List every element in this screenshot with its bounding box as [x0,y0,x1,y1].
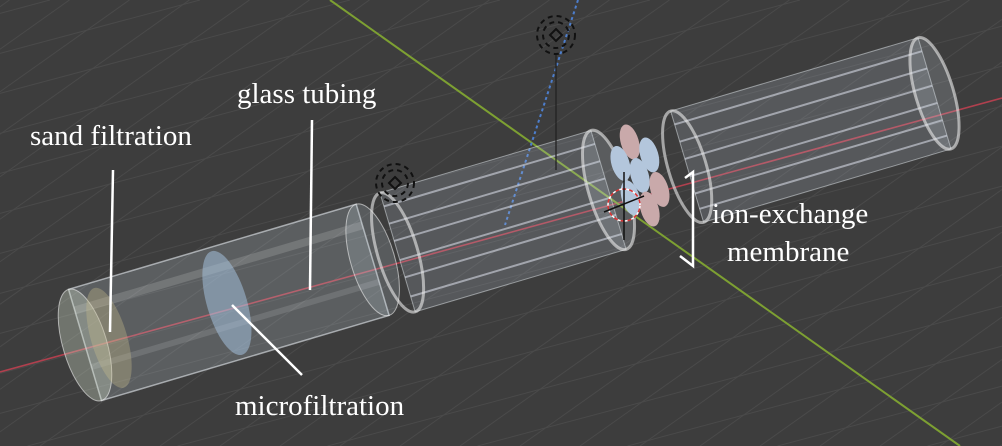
grid-line [327,265,1002,446]
grid-line [0,0,801,214]
grid-line [0,0,51,14]
grid-line [0,0,130,93]
grid-line [819,316,1002,446]
light-icon[interactable] [536,15,576,55]
grid-line [0,0,550,390]
grid-line [0,0,430,305]
label-ion-exchange: ion-exchange [712,198,869,230]
grid-line [519,104,1002,446]
grid-line [477,305,1002,446]
label-glass-tubing: glass tubing [237,78,377,110]
glass-tube-bundle-1[interactable] [361,125,646,318]
grid-line [0,0,490,348]
grid-line [459,61,1002,446]
grid-line [279,0,910,446]
grid-line [0,145,1002,414]
grid-line [39,0,670,446]
grid-line [0,0,610,433]
grid-line [0,0,10,8]
grid-line [27,185,1002,446]
grid-line [579,146,1002,446]
grid-line [639,189,1002,446]
y-axis-line [329,0,961,446]
x-axis-line [0,97,1002,373]
label-microfiltration: microfiltration [235,390,405,422]
microfiltration-disk[interactable] [192,246,261,361]
grid-line [0,0,250,178]
grid-line [0,0,370,263]
grid-line [0,0,501,134]
label-membrane: membrane [727,236,850,268]
3d-cursor-icon[interactable] [603,172,645,240]
grid-line [0,0,951,254]
grid-line [0,0,70,50]
grid-line [879,359,1002,446]
label-sand-filtration: sand filtration [30,120,192,152]
grid-line [0,65,1002,334]
grid-line [759,274,1002,446]
grid-line [219,0,850,446]
glass-tube-bundle-2[interactable] [652,32,969,227]
grid-line [0,105,1002,374]
grid-line [0,0,651,174]
grid-line [777,385,1002,446]
grid-line [399,19,1002,446]
grid-line [0,0,201,54]
sand-filter-disk[interactable] [77,283,141,393]
grid-line [627,345,1002,446]
ion-exchange-membranes[interactable] [602,118,678,233]
grid-line [0,25,1002,294]
grid-line [0,0,310,220]
light-icon[interactable] [375,163,415,203]
grid-line [699,231,1002,446]
grid-line [177,225,1002,446]
grid-line [159,0,790,446]
leader-lines [108,119,695,376]
grid-line [927,425,1002,446]
grid-line [0,0,351,94]
grid-line [0,0,190,135]
